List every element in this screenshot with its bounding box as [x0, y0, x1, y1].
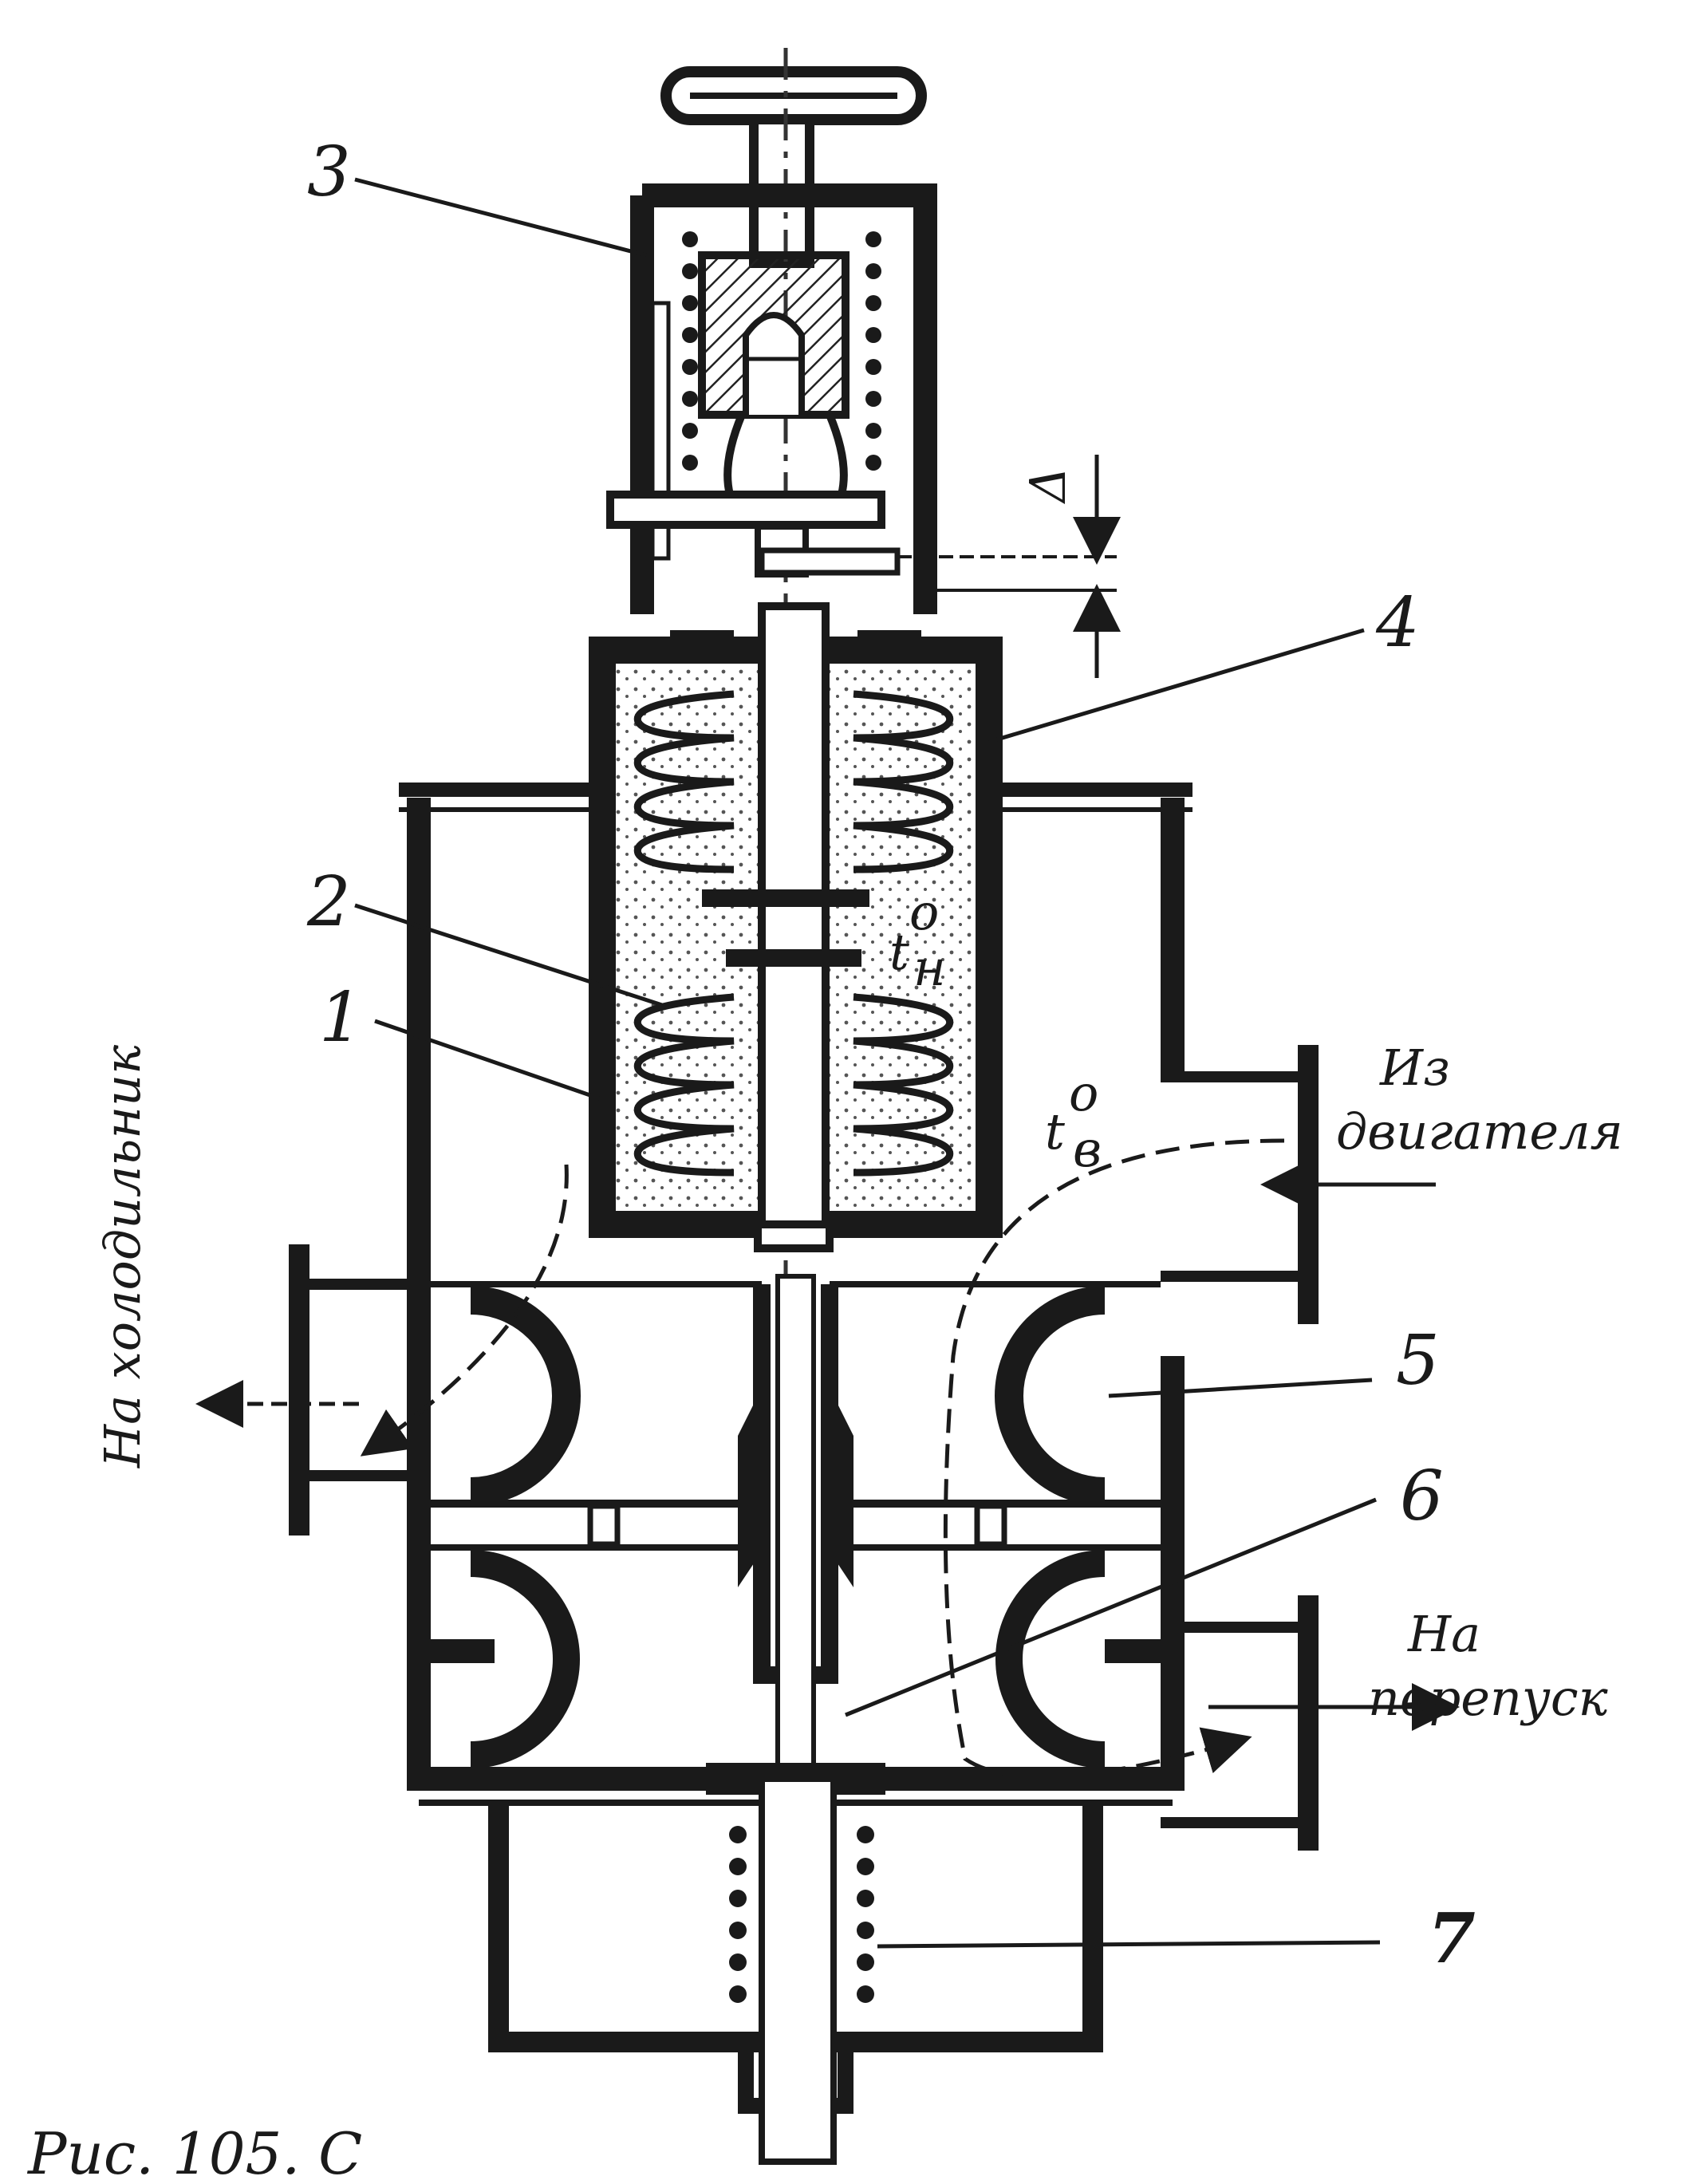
- svg-text:в: в: [1073, 1120, 1102, 1178]
- gap-dimension: [897, 455, 1121, 678]
- label-part-2: 2: [306, 862, 351, 942]
- svg-text:Из: Из: [1379, 1039, 1450, 1097]
- handle-wheel: [660, 66, 927, 125]
- figure-caption-fragment: Рис. 105. С: [26, 2120, 362, 2184]
- outlet-radiator-pipe: [289, 1244, 431, 1536]
- label-temp-water: t o в: [1045, 1064, 1102, 1178]
- label-part-3: 3: [307, 132, 351, 212]
- label-part-7: 7: [1428, 1898, 1476, 1979]
- label-part-5: 5: [1396, 1321, 1440, 1401]
- label-to-radiator: На холодильник: [93, 1044, 152, 1468]
- svg-text:o: o: [1069, 1064, 1098, 1122]
- label-part-6: 6: [1400, 1457, 1444, 1536]
- valve-discs: [431, 1281, 1173, 1768]
- lower-spring-coils: [729, 1826, 874, 2003]
- svg-text:o: o: [909, 883, 939, 941]
- upper-spring-coils: [682, 231, 881, 471]
- svg-text:На: На: [1407, 1605, 1480, 1663]
- label-temp-inner: t o н: [889, 883, 946, 997]
- spring-housing: [606, 183, 937, 614]
- bellows-upper: [633, 690, 954, 873]
- leader-lines: [354, 177, 1381, 1949]
- valve-stem: [738, 1274, 853, 1773]
- label-inlet-from-engine: Из двигателя: [1336, 1039, 1623, 1161]
- label-part-4: 4: [1375, 583, 1420, 663]
- svg-text:перепуск: перепуск: [1368, 1669, 1609, 1727]
- svg-text:t: t: [1045, 1102, 1065, 1161]
- label-gap-delta: Δ: [1019, 467, 1077, 504]
- flow-arrows: [195, 1138, 1460, 1779]
- svg-text:t: t: [889, 923, 909, 981]
- lower-spring-housing: [488, 1763, 1103, 2165]
- label-bypass: На перепуск: [1368, 1605, 1609, 1727]
- bellows-lower: [633, 993, 954, 1177]
- svg-text:н: н: [913, 939, 946, 997]
- bypass-pipe: [1161, 1595, 1319, 1851]
- svg-text:двигателя: двигателя: [1336, 1102, 1623, 1161]
- label-part-1: 1: [319, 978, 363, 1058]
